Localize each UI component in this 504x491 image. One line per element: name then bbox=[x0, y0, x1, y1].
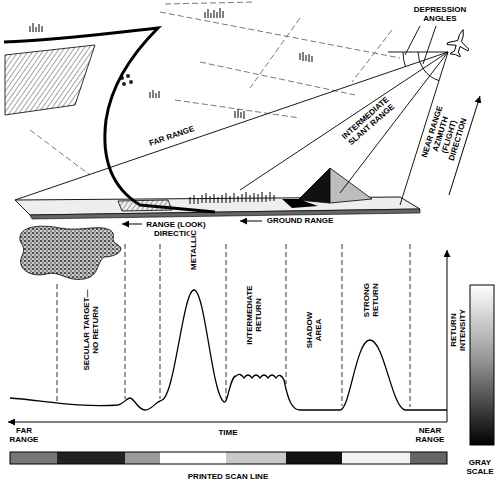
road bbox=[4, 28, 215, 212]
tree-row bbox=[205, 8, 223, 18]
radar-beam bbox=[15, 26, 448, 205]
scan-segment bbox=[10, 452, 57, 464]
scan-segment bbox=[125, 452, 160, 464]
axis-label: TIME bbox=[217, 429, 238, 438]
projection-line bbox=[160, 244, 161, 399]
range-line-label: FAR RANGE bbox=[147, 125, 196, 149]
ground-range-arrow bbox=[240, 221, 262, 222]
trees bbox=[30, 8, 312, 119]
field-hatch bbox=[5, 45, 95, 115]
bridge bbox=[118, 200, 172, 211]
angle-label: DEPRESSION ANGLES bbox=[408, 6, 472, 24]
time-axis bbox=[8, 422, 447, 423]
projection-line bbox=[125, 244, 126, 399]
field-boundary bbox=[165, 2, 255, 4]
tree-row bbox=[300, 52, 312, 62]
mountain-lit-face bbox=[330, 168, 372, 203]
gray-scale-bar bbox=[470, 285, 494, 445]
return-label: STRONG RETURN bbox=[363, 274, 381, 326]
tree-row bbox=[235, 109, 244, 119]
lake bbox=[20, 226, 121, 279]
intensity-axis bbox=[447, 250, 448, 422]
return-label: INTERMEDIATE RETURN bbox=[246, 278, 264, 352]
aircraft bbox=[445, 26, 474, 58]
field-boundary bbox=[30, 130, 90, 175]
direction-label: GROUND RANGE bbox=[266, 217, 335, 226]
projection-lines bbox=[57, 244, 410, 407]
orchard-tree bbox=[122, 82, 126, 86]
axis-label: RETURN INTENSITY bbox=[450, 308, 468, 353]
swath-trees bbox=[190, 192, 274, 204]
projection-line bbox=[410, 244, 411, 407]
projection-line bbox=[286, 244, 287, 384]
scan-segment bbox=[57, 452, 125, 464]
far-range-line bbox=[15, 52, 448, 200]
return-label: SHADOW AREA bbox=[306, 304, 324, 356]
look-arrow bbox=[122, 224, 142, 225]
orchard-tree bbox=[126, 74, 130, 78]
tree-row bbox=[30, 23, 42, 32]
scan-segment bbox=[342, 452, 410, 464]
field-boundary bbox=[200, 62, 355, 95]
projection-line bbox=[342, 244, 343, 406]
range-line-label: INTERMEDIATE SLANT RANGE bbox=[335, 91, 402, 153]
return-label: SECULAR TARGET— NO RETURN bbox=[83, 284, 101, 376]
scan-segment bbox=[160, 452, 226, 464]
orchard-tree bbox=[129, 80, 133, 84]
scale-label: GRAY SCALE bbox=[465, 459, 494, 477]
scan-segment bbox=[286, 452, 342, 464]
axis-label: FAR RANGE bbox=[5, 427, 43, 445]
leader-line bbox=[405, 26, 420, 55]
field-boundary bbox=[160, 12, 400, 58]
slant-range-line bbox=[240, 52, 448, 190]
return-label: METALLIC bbox=[190, 229, 199, 271]
return-curve bbox=[10, 290, 447, 410]
projection-line bbox=[226, 244, 227, 399]
axis-label: NEAR RANGE bbox=[411, 427, 449, 445]
scan-line-bar bbox=[10, 452, 447, 464]
swath-edge bbox=[30, 209, 420, 219]
scan-segment bbox=[410, 452, 447, 464]
tree-row bbox=[150, 90, 159, 98]
field-boundary bbox=[250, 18, 300, 88]
direction-label: RANGE (LOOK) DIRECTION bbox=[142, 221, 210, 239]
mountain-shadow-face bbox=[298, 168, 330, 203]
depression-arc bbox=[418, 52, 439, 81]
projection-line bbox=[57, 284, 58, 402]
scan-segment bbox=[226, 452, 286, 464]
field-boundary bbox=[352, 30, 392, 82]
leader-line bbox=[423, 26, 436, 64]
scan-outline bbox=[10, 452, 447, 464]
scan-label: PRINTED SCAN LINE bbox=[187, 473, 269, 482]
